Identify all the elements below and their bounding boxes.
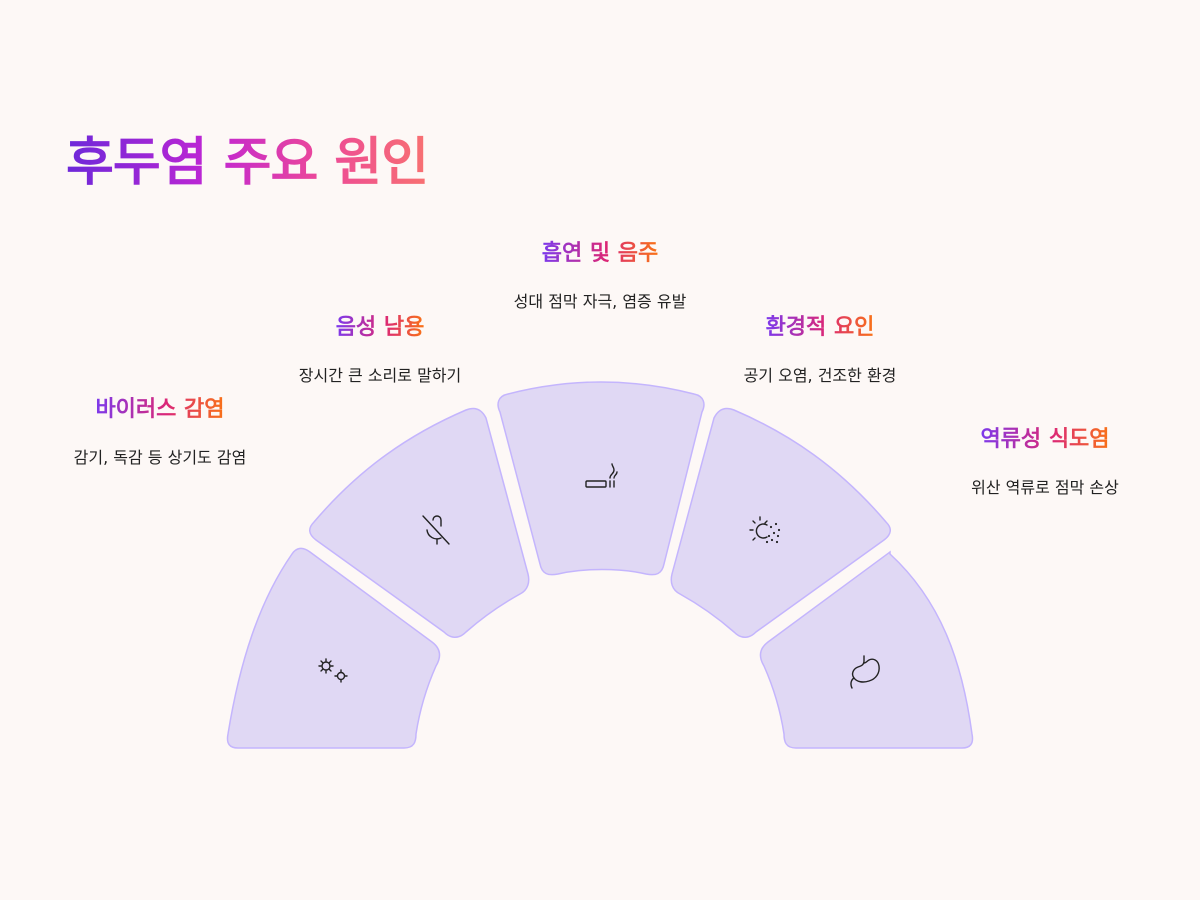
segment-reflux bbox=[759, 550, 974, 749]
cause-heading: 역류성 식도염 bbox=[980, 426, 1109, 455]
segment-voice-overuse bbox=[309, 407, 530, 638]
segment-smoking-drinking bbox=[497, 381, 705, 576]
cause-description: 공기 오염, 건조한 환경 bbox=[743, 365, 897, 385]
mic-off-icon bbox=[422, 515, 450, 545]
cause-description: 위산 역류로 점막 손상 bbox=[971, 477, 1119, 497]
cause-heading: 음성 남용 bbox=[336, 314, 425, 343]
cause-heading: 흡연 및 음주 bbox=[542, 240, 659, 269]
cause-viral-infection: 바이러스 감염 감기, 독감 등 상기도 감염 bbox=[55, 396, 265, 473]
page-title: 후두염 주요 원인 bbox=[66, 133, 429, 193]
sun-dust-icon bbox=[749, 516, 781, 544]
segment-viral-infection bbox=[226, 547, 441, 749]
cause-smoking-drinking: 흡연 및 음주 성대 점막 자극, 염증 유발 bbox=[495, 240, 705, 317]
segment-environmental bbox=[670, 407, 891, 638]
cause-description: 장시간 큰 소리로 말하기 bbox=[298, 365, 462, 385]
germs-icon bbox=[318, 658, 348, 683]
cause-description: 성대 점막 자극, 염증 유발 bbox=[513, 291, 687, 311]
cigarette-icon bbox=[585, 463, 618, 488]
stomach-icon bbox=[850, 655, 880, 689]
cause-description: 감기, 독감 등 상기도 감염 bbox=[73, 447, 247, 467]
cause-heading: 환경적 요인 bbox=[766, 314, 875, 343]
cause-heading: 바이러스 감염 bbox=[95, 396, 224, 425]
cause-voice-overuse: 음성 남용 장시간 큰 소리로 말하기 bbox=[270, 314, 490, 391]
cause-reflux: 역류성 식도염 위산 역류로 점막 손상 bbox=[935, 426, 1155, 503]
cause-environmental: 환경적 요인 공기 오염, 건조한 환경 bbox=[710, 314, 930, 391]
